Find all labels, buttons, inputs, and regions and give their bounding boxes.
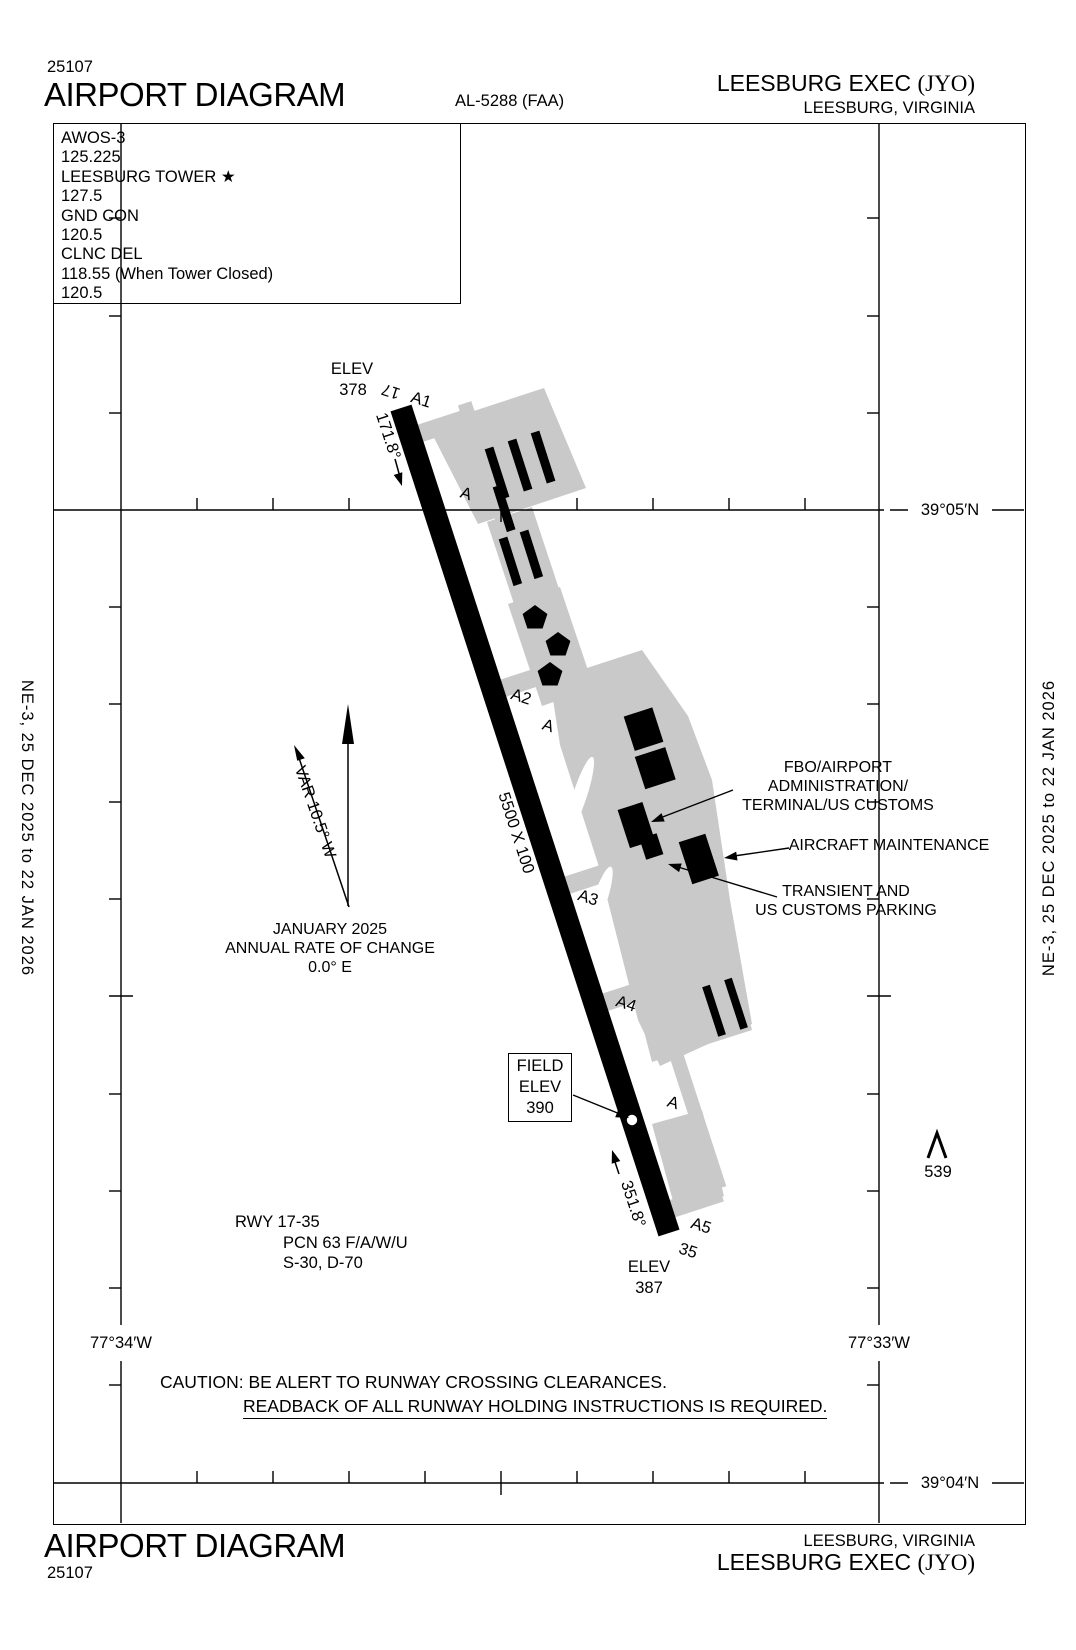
leader-lines: [572, 789, 790, 1115]
airport-name-text-bottom: LEESBURG EXEC: [716, 1549, 912, 1575]
graticule-ticks: [109, 217, 891, 1495]
comm-line: CLNC DEL: [61, 245, 143, 264]
communications-box: AWOS-3 125.225 LEESBURG TOWER ★ 127.5 GN…: [53, 123, 461, 304]
airport-name-top: LEESBURG EXEC (JYO): [717, 70, 975, 97]
airport-name-text: LEESBURG EXEC: [716, 70, 912, 96]
runway-info-line1: RWY 17-35: [235, 1213, 320, 1231]
hangar: [519, 529, 544, 580]
fbo-label-line1: FBO/AIRPORT ADMINISTRATION/: [767, 759, 909, 795]
hangar: [498, 536, 523, 587]
comm-line: 125.225: [61, 148, 121, 167]
hangar: [530, 430, 556, 484]
comm-line: 120.5: [61, 226, 103, 245]
airport-name-bottom: LEESBURG EXEC (JYO): [717, 1549, 975, 1576]
hangar: [492, 484, 516, 533]
transient-label-line1: TRANSIENT AND: [782, 883, 910, 900]
mid-north-apron: [487, 507, 562, 613]
margin-note-right: NE-3, 25 DEC 2025 to 22 JAN 2026: [1039, 679, 1058, 977]
comm-line: AWOS-3: [61, 129, 126, 147]
fbo-terminal-building: [639, 833, 664, 860]
building: [634, 747, 676, 790]
field-elev-line2: ELEV: [518, 1078, 562, 1096]
latitude-label-top: 39°05′N: [920, 500, 980, 519]
rwy17-elev-value: 378: [339, 380, 367, 399]
airport-id-text: (JYO): [917, 71, 976, 96]
airport-id-text-bottom: (JYO): [917, 1550, 976, 1575]
hangar: [724, 977, 748, 1030]
variation-date-block: JANUARY 2025 ANNUAL RATE OF CHANGE 0.0° …: [225, 920, 435, 977]
airport-city-top: LEESBURG, VIRGINIA: [803, 99, 975, 117]
leader-arrowheads: [615, 813, 738, 1118]
fbo-label: FBO/AIRPORT ADMINISTRATION/ TERMINAL/US …: [719, 758, 957, 815]
maintenance-building: [678, 833, 719, 885]
field-elevation-box: FIELD ELEV 390: [508, 1053, 572, 1122]
variation-rate-value: 0.0° E: [308, 959, 352, 976]
field-elev-line3: 390: [526, 1099, 554, 1117]
variation-date: JANUARY 2025: [272, 921, 388, 938]
variation-arrowhead: [294, 745, 305, 761]
variation-rate-label: ANNUAL RATE OF CHANGE: [225, 940, 435, 957]
fbo-label-line2: TERMINAL/US CUSTOMS: [742, 797, 934, 814]
longitude-label-right: 77°33′W: [848, 1333, 910, 1352]
maintenance-label: AIRCRAFT MAINTENANCE: [788, 837, 990, 854]
edition-number-top: 25107: [47, 58, 93, 76]
rwy17-elev-label: ELEV: [330, 359, 374, 378]
transient-label-line2: US CUSTOMS PARKING: [755, 902, 937, 919]
north-hangar-apron: [428, 388, 586, 524]
field-elev-line1: FIELD: [516, 1057, 564, 1075]
comm-line: LEESBURG TOWER ★: [61, 167, 236, 186]
fbo-terminal-building: [617, 802, 655, 849]
north-arrow-group: [295, 742, 350, 908]
comm-line: 127.5: [61, 187, 103, 206]
chart-border: [53, 123, 1026, 1525]
page-title-bottom: AIRPORT DIAGRAM: [44, 1527, 346, 1564]
margin-note-left: NE-3, 25 DEC 2025 to 22 JAN 2026: [18, 679, 37, 977]
tank-building: [537, 662, 563, 686]
building: [623, 707, 664, 751]
tank-building: [522, 605, 548, 629]
runway-info-line2: PCN 63 F/A/W/U: [283, 1234, 408, 1252]
obstruction-elevation: 539: [924, 1162, 952, 1181]
buildings: [484, 430, 748, 1037]
apron-islands: [565, 756, 613, 934]
north-arrowhead: [342, 704, 354, 744]
graticule: [54, 123, 1024, 1523]
field-elevation-point: [626, 1114, 638, 1126]
hangar: [484, 446, 510, 500]
variation-arrow-line: [295, 748, 350, 908]
hangar: [507, 438, 533, 492]
airport-city-bottom: LEESBURG, VIRGINIA: [803, 1532, 975, 1550]
runway-info-line3: S-30, D-70: [283, 1254, 363, 1272]
rwy35-elev-value: 387: [635, 1278, 663, 1297]
obstruction-icon: [926, 1128, 948, 1159]
chart-al-number: AL-5288 (FAA): [455, 92, 565, 110]
heading-arrowheads: [393, 472, 621, 1164]
transient-parking-label: TRANSIENT AND US CUSTOMS PARKING: [755, 882, 937, 920]
caution-line1: CAUTION: BE ALERT TO RUNWAY CROSSING CLE…: [160, 1372, 667, 1392]
tank-building: [545, 632, 571, 656]
latitude-label-bottom: 39°04′N: [920, 1473, 980, 1492]
hangar: [702, 984, 726, 1037]
edition-number-bottom: 25107: [47, 1564, 93, 1582]
runway-17-35: [390, 404, 680, 1237]
south-taxiway-extension: [652, 1110, 724, 1212]
comm-line: 118.55 (When Tower Closed): [61, 264, 274, 283]
page-title-top: AIRPORT DIAGRAM: [44, 76, 346, 113]
rwy35-elev-label: ELEV: [627, 1257, 671, 1276]
comm-line: GND CON: [61, 206, 139, 225]
comm-line: 120.5: [61, 284, 103, 303]
arrowheads: [294, 704, 354, 761]
longitude-label-left: 77°34′W: [90, 1333, 152, 1352]
caution-line2: READBACK OF ALL RUNWAY HOLDING INSTRUCTI…: [243, 1396, 828, 1419]
